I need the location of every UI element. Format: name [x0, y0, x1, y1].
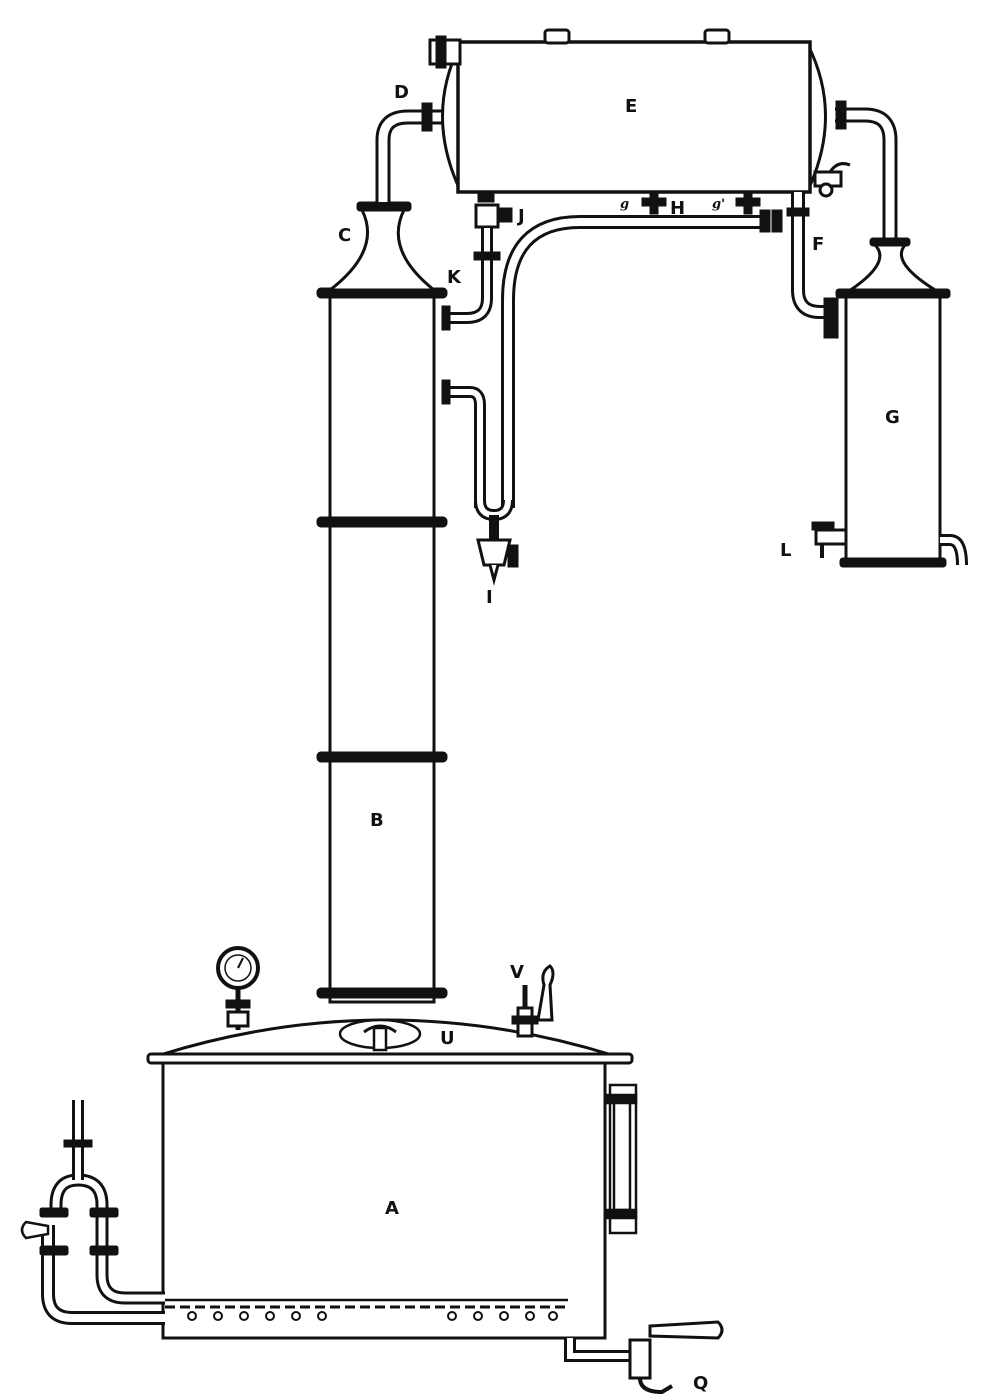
- water-gauge-glass: [604, 1083, 638, 1235]
- collector-tap-i: [476, 515, 519, 586]
- label-j: J: [516, 206, 525, 227]
- boiler-lid-rim: [146, 1052, 634, 1065]
- coil-holes: [187, 1311, 558, 1321]
- label-h: H: [670, 198, 685, 219]
- column-flange-4: [316, 987, 448, 999]
- return-pipe-h-i: [441, 215, 770, 522]
- label-f: F: [812, 234, 824, 255]
- column-body: [328, 288, 436, 1004]
- label-c: C: [338, 225, 351, 246]
- receiver-g: [835, 237, 951, 568]
- boiler-a: [146, 1018, 634, 1340]
- steam-valve-handle: [20, 1220, 50, 1240]
- column-b: [316, 201, 448, 1004]
- receiver-body: [844, 291, 942, 565]
- boiler-body: [161, 1061, 607, 1340]
- label-g: G: [885, 407, 900, 428]
- pressure-gauge: [216, 946, 260, 1030]
- label-l: L: [780, 540, 791, 561]
- label-q: Q: [693, 1373, 708, 1394]
- label-d: D: [394, 82, 409, 103]
- fittings-g-h: [641, 191, 783, 233]
- label-v: V: [510, 962, 524, 983]
- label-k: K: [447, 267, 462, 288]
- steam-inlet-valves: [20, 1139, 119, 1256]
- receiver-tap-l: [811, 521, 848, 558]
- column-flange-3: [316, 751, 448, 763]
- vapour-pipe-d: [375, 102, 450, 202]
- column-cap-c: [325, 208, 439, 292]
- pipe-f: [786, 192, 839, 339]
- drain-tap-q: [564, 1320, 724, 1395]
- labels: A B C D E F G H I J K L Q U V g g': [338, 82, 900, 1394]
- drain-line-j-k: [441, 191, 513, 331]
- column-flange-2: [316, 516, 448, 528]
- receiver-cap: [840, 242, 946, 295]
- receiver-outlet: [940, 534, 968, 566]
- label-u: U: [440, 1028, 455, 1049]
- condenser-tap: [813, 162, 851, 198]
- label-e: E: [625, 96, 637, 117]
- label-b: B: [370, 810, 384, 831]
- condenser-body: [456, 40, 812, 194]
- condenser-e: [428, 28, 827, 194]
- label-g-prime: g': [712, 197, 725, 212]
- label-i: I: [486, 587, 493, 608]
- pipe-e-to-g: [835, 100, 898, 240]
- label-a: A: [385, 1198, 399, 1219]
- label-g-small: g: [620, 197, 629, 212]
- valve-v: [511, 964, 555, 1038]
